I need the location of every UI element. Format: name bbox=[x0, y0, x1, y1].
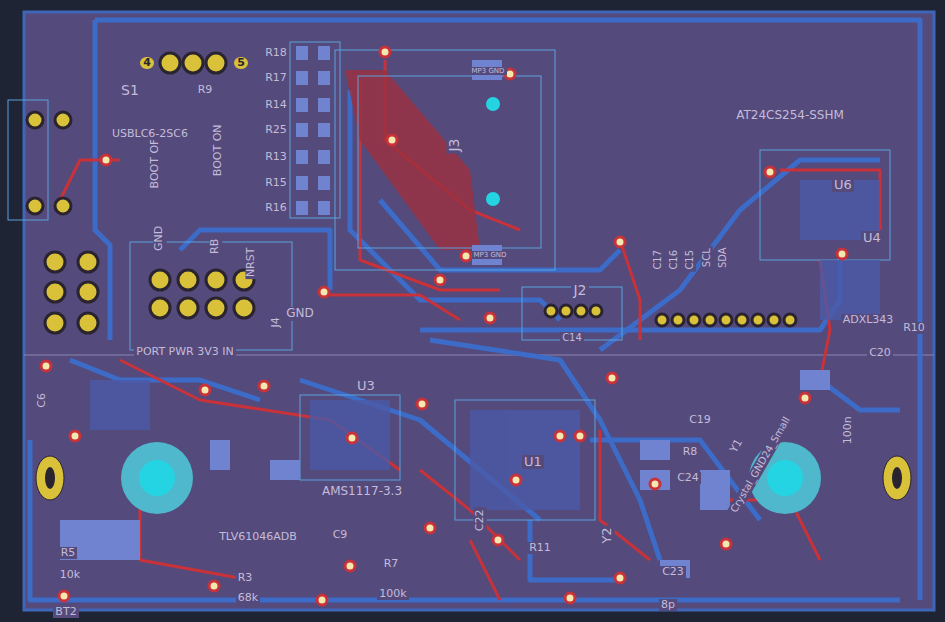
silkscreen-label: C23 bbox=[660, 566, 686, 579]
silkscreen-label: R16 bbox=[263, 202, 289, 215]
silkscreen-label: C16 bbox=[668, 248, 680, 272]
silkscreen-label: C22 bbox=[474, 507, 487, 533]
silkscreen-label: J3 bbox=[447, 136, 463, 153]
silkscreen-label: AMS1117-3.3 bbox=[320, 485, 404, 499]
silkscreen-label: C6 bbox=[36, 391, 49, 410]
silkscreen-label: GND bbox=[154, 223, 167, 252]
silkscreen-label: R15 bbox=[263, 177, 289, 190]
silkscreen-label: C9 bbox=[331, 529, 350, 542]
silkscreen-label: 100n bbox=[842, 414, 855, 446]
silkscreen-label: S1 bbox=[119, 82, 141, 98]
silkscreen-label: R25 bbox=[263, 124, 289, 137]
silkscreen-label: BT2 bbox=[53, 606, 78, 619]
silkscreen-label: R5 bbox=[59, 547, 78, 560]
silkscreen-label: USBLC6-2SC6 bbox=[110, 128, 190, 141]
silkscreen-label: R3 bbox=[236, 572, 255, 585]
silkscreen-label: U4 bbox=[861, 231, 883, 246]
silkscreen-label: BOOT ON bbox=[212, 122, 225, 178]
silkscreen-label: C24 bbox=[675, 472, 701, 485]
silkscreen-label: 100k bbox=[377, 588, 408, 601]
silkscreen-label: R11 bbox=[527, 542, 553, 555]
silkscreen-label: C19 bbox=[687, 414, 713, 427]
silkscreen-label: J4 bbox=[270, 315, 283, 329]
silkscreen-label: 68k bbox=[236, 592, 260, 605]
silkscreen-label: U6 bbox=[832, 178, 854, 193]
silkscreen-label: J2 bbox=[571, 282, 588, 298]
silkscreen-label: ADXL343 bbox=[841, 314, 896, 327]
silkscreen-label: C14 bbox=[560, 332, 584, 344]
silkscreen-label: C17 bbox=[652, 248, 664, 272]
silkscreen-label: AT24CS254-SSHM bbox=[734, 109, 846, 123]
silkscreen-label: MP3 GND bbox=[472, 251, 509, 259]
silkscreen-label: MP3 GND bbox=[470, 67, 507, 75]
silkscreen-label: R10 bbox=[901, 322, 927, 335]
silkscreen-label: NRST bbox=[246, 245, 259, 279]
silkscreen-label: SCL bbox=[700, 247, 712, 270]
silkscreen-label: RB bbox=[210, 236, 223, 255]
silkscreen-label: C20 bbox=[867, 347, 893, 360]
silkscreen-label: 8p bbox=[659, 599, 677, 612]
silkscreen-label: R9 bbox=[196, 84, 215, 97]
silkscreen-label: PORT PWR 3V3 IN bbox=[134, 346, 236, 359]
silkscreen-label: R14 bbox=[263, 99, 289, 112]
silkscreen-label: GND bbox=[284, 307, 316, 321]
pin-number: 4 bbox=[140, 57, 154, 70]
silkscreen-label: R18 bbox=[263, 47, 289, 60]
silkscreen-label: SDA bbox=[716, 246, 728, 271]
silkscreen-label: R17 bbox=[263, 72, 289, 85]
silkscreen-label: C15 bbox=[684, 248, 696, 272]
silkscreen-label: 10k bbox=[58, 569, 82, 582]
silkscreen-label: R7 bbox=[382, 558, 401, 571]
pin-number: 5 bbox=[234, 57, 248, 70]
silkscreen-label: U3 bbox=[355, 379, 377, 394]
silkscreen-label: Y2 bbox=[600, 525, 615, 545]
silkscreen-label: R13 bbox=[263, 151, 289, 164]
silkscreen-label: TLV61046ADB bbox=[217, 531, 299, 544]
silkscreen-label: U1 bbox=[522, 455, 544, 470]
silkscreen-label: R8 bbox=[681, 446, 700, 459]
